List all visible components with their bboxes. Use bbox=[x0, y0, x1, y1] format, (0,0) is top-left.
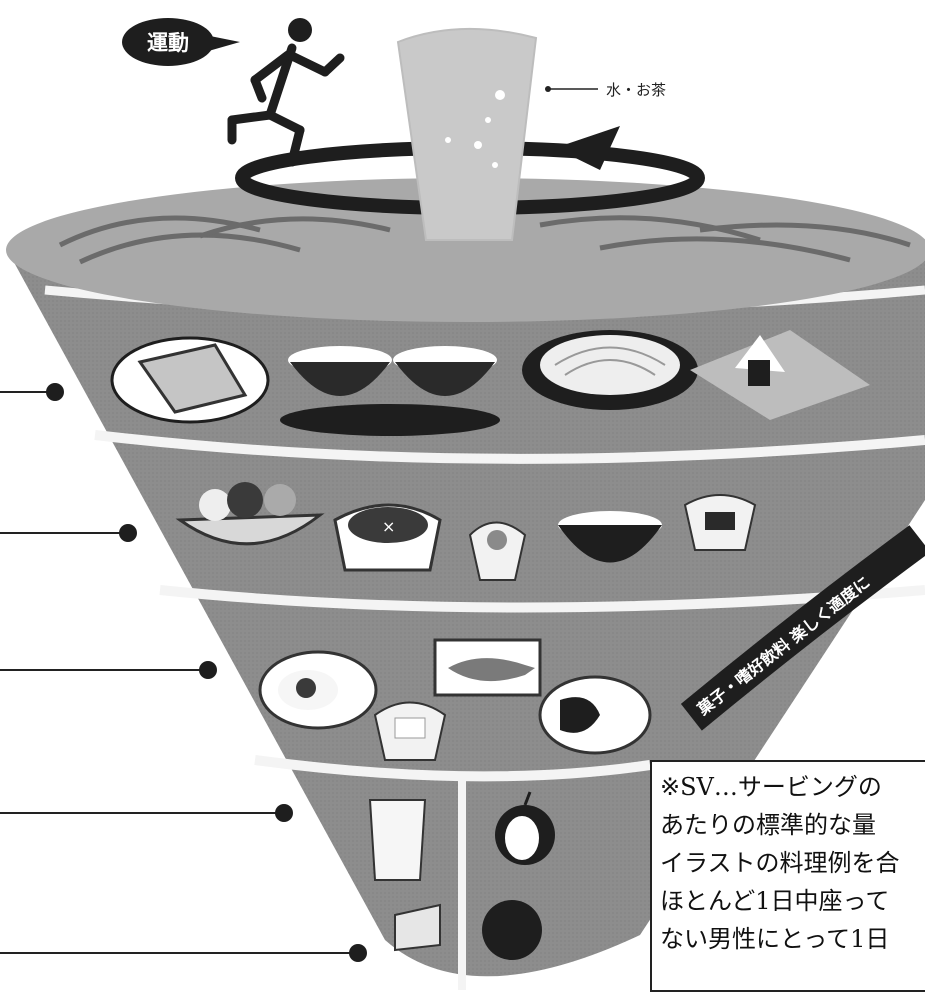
tray-icon bbox=[280, 404, 500, 436]
sv-note-line: あたりの標準的な量 bbox=[660, 811, 876, 839]
water-glass-icon bbox=[396, 27, 538, 241]
sv-note-box: ※SV…サービングの あたりの標準的な量 イラストの料理例を合 ほとんど1日中座… bbox=[650, 760, 925, 992]
leader-lines bbox=[0, 391, 358, 954]
sv-note-line: ない男性にとって1日 bbox=[660, 925, 890, 953]
water-tea-label: 水・お茶 bbox=[606, 81, 666, 99]
noodle-bowl-icon bbox=[522, 330, 698, 410]
cheese-icon bbox=[394, 903, 441, 952]
tofu-icon bbox=[373, 701, 447, 761]
onigiri-icon bbox=[690, 330, 870, 420]
tier-3-main-dishes bbox=[258, 638, 652, 761]
water-leader-dot bbox=[545, 86, 551, 92]
leader-dots bbox=[46, 383, 367, 962]
exercise-label: 運動 bbox=[147, 31, 189, 55]
running-person-icon bbox=[227, 18, 345, 167]
tier-2-vegetables: × bbox=[175, 482, 757, 581]
tier-1-grains bbox=[110, 330, 870, 436]
grilled-fish-icon bbox=[433, 638, 542, 697]
sv-note-line: イラストの料理例を合 bbox=[660, 849, 900, 877]
salad-bowl-icon bbox=[175, 482, 325, 546]
bread-toast-icon bbox=[110, 336, 270, 424]
rice-bowl-icon bbox=[288, 346, 392, 396]
tier-separator-2 bbox=[94, 430, 925, 464]
rice-bowl-icon bbox=[393, 346, 497, 396]
sv-note-line: ※SV…サービングの bbox=[660, 773, 882, 801]
miso-soup-icon bbox=[558, 511, 662, 563]
svg-text:×: × bbox=[382, 517, 395, 536]
fried-egg-icon bbox=[258, 650, 378, 730]
pickles-dish-icon bbox=[683, 494, 757, 551]
small-dish-icon bbox=[468, 521, 527, 581]
meat-plate-icon bbox=[538, 675, 652, 755]
exercise-bubble: 運動 bbox=[122, 18, 240, 66]
top-disc bbox=[6, 178, 925, 322]
apple-icon bbox=[495, 791, 555, 865]
orange-icon bbox=[482, 900, 542, 960]
simmered-vegetables-icon: × bbox=[333, 503, 442, 572]
sv-note-line: ほとんど1日中座って bbox=[660, 887, 890, 915]
tier-4-milk-fruits bbox=[368, 791, 555, 960]
tier-separator-4 bbox=[254, 755, 651, 782]
tier-separator-3 bbox=[159, 585, 925, 613]
milk-glass-icon bbox=[368, 799, 427, 881]
